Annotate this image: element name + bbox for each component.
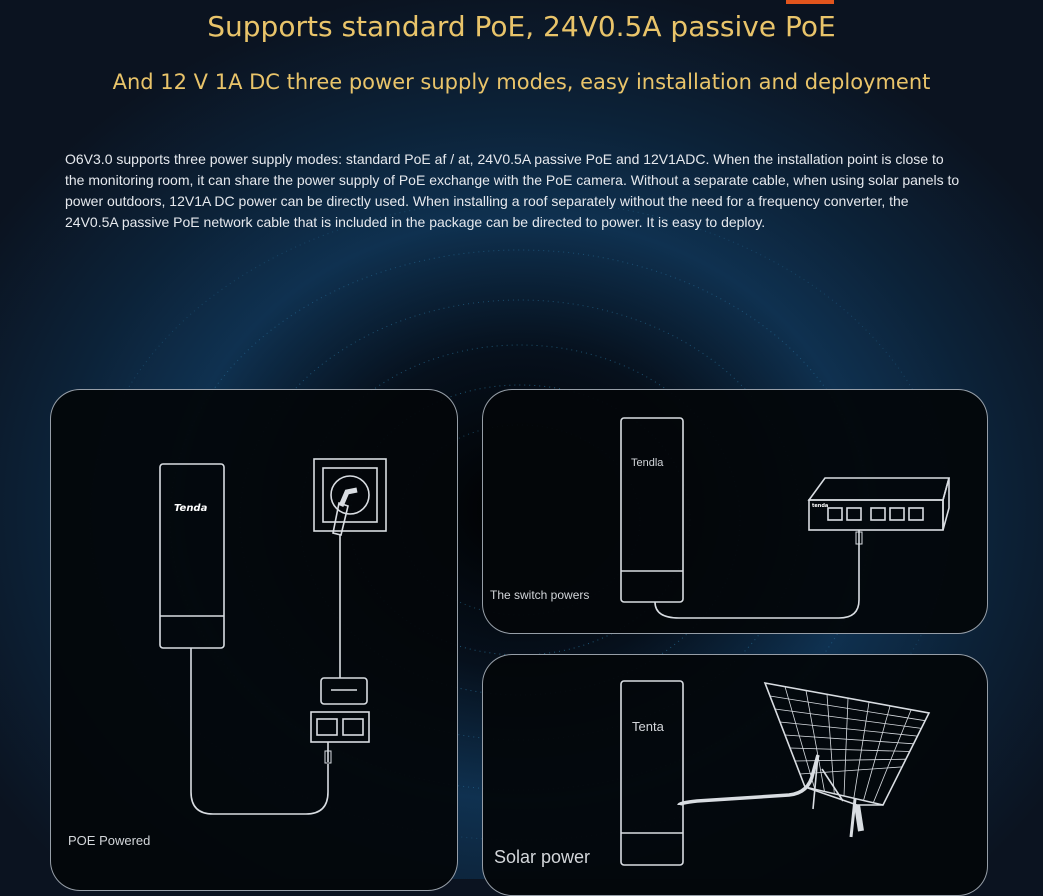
cpe-device-icon xyxy=(620,417,684,603)
accent-tab xyxy=(786,0,834,4)
cpe-device-icon xyxy=(159,463,225,649)
switch-caption: The switch powers xyxy=(490,588,590,602)
poe-setup-illustration: Tenda xyxy=(159,458,387,815)
wall-outlet-icon xyxy=(313,458,387,532)
cpe-device-icon xyxy=(620,680,684,866)
poe-switch-icon xyxy=(807,477,951,531)
solar-caption: Solar power xyxy=(494,847,591,867)
description-paragraph: O6V3.0 supports three power supply modes… xyxy=(65,151,960,230)
page-title: Supports standard PoE, 24V0.5A passive P… xyxy=(207,10,836,43)
switch-powered-panel: Tendla tenda The switch powers xyxy=(482,389,988,634)
poe-caption: POE Powered xyxy=(68,833,151,848)
switch-logo-text: tenda xyxy=(812,503,828,509)
solar-device-brand: Tenta xyxy=(632,719,665,734)
poe-injector-icon xyxy=(310,677,370,743)
page-subtitle: And 12 V 1A DC three power supply modes,… xyxy=(112,70,931,94)
solar-powered-panel: Tenta Solar power xyxy=(482,654,988,896)
switch-device-brand: Tendla xyxy=(631,457,664,469)
solar-panel-icon xyxy=(763,681,931,838)
switch-setup-illustration: Tendla tenda xyxy=(620,417,951,619)
poe-powered-panel: Tenda POE Powered xyxy=(50,389,458,891)
tenda-logo-text: Tenda xyxy=(174,503,208,514)
solar-setup-illustration: Tenta xyxy=(620,680,931,866)
